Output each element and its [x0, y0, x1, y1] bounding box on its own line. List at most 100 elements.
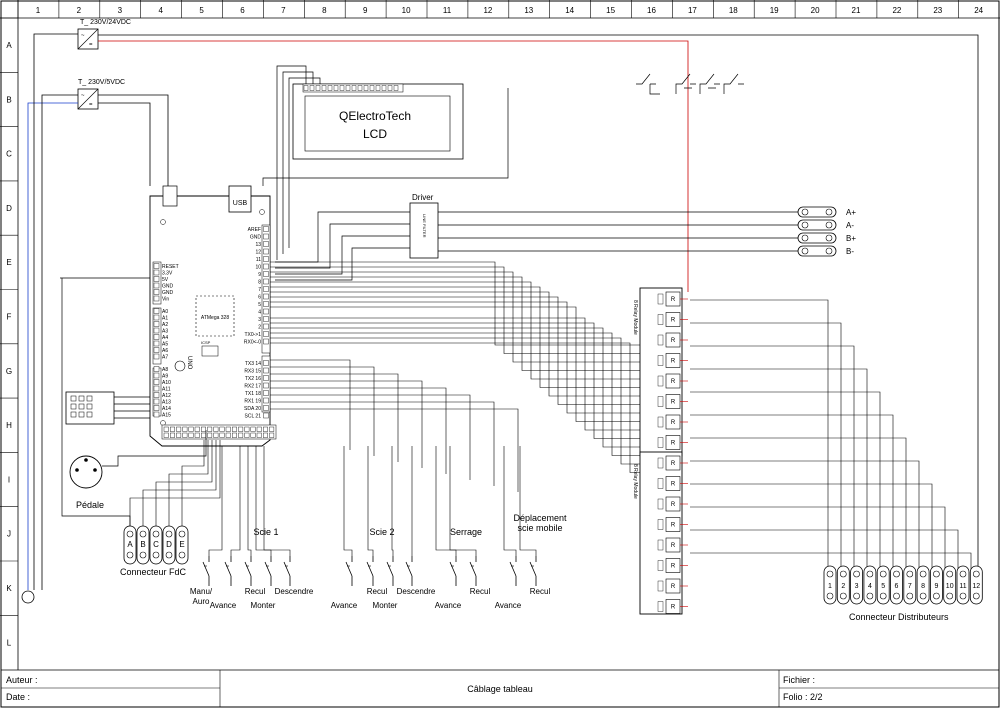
- row-label: L: [7, 638, 12, 647]
- pin-label: A11: [162, 387, 171, 393]
- column-label: 15: [606, 6, 615, 15]
- distrib-pin: [823, 565, 837, 605]
- pin-label: A4: [162, 335, 168, 341]
- row-label: H: [6, 421, 12, 430]
- pin-label: 13: [255, 242, 261, 248]
- switch-label: Recul: [470, 587, 491, 596]
- pin-label: 2: [258, 325, 261, 331]
- pin-label: TX3 14: [245, 361, 261, 367]
- switch-contact: [386, 556, 394, 586]
- pin-label: TX1 18: [245, 391, 261, 397]
- pin-label: A1: [162, 316, 168, 322]
- distrib-pin-label: 6: [895, 583, 899, 590]
- pin-label: A2: [162, 322, 168, 328]
- signal-wires: [270, 261, 640, 492]
- stepper-driver: Driver LINE FILTER A+A-B+B-: [409, 193, 856, 259]
- switch-group-title: Scie 1: [253, 527, 278, 537]
- pin-label: A12: [162, 393, 171, 399]
- terminal: [797, 232, 837, 244]
- switch-contact: [345, 556, 353, 586]
- row-label: K: [6, 584, 12, 593]
- power-supply-5v: ~ = T_ 230V/5VDC: [77, 79, 125, 110]
- fdc-pin-label: C: [153, 540, 159, 549]
- distrib-pin-label: 7: [908, 583, 912, 590]
- pin-label: 8: [258, 280, 261, 286]
- pin-label: GND: [162, 284, 174, 290]
- switch-group-title: Serrage: [450, 527, 482, 537]
- column-label: 23: [933, 6, 942, 15]
- distrib-pin: [890, 565, 903, 605]
- distrib-pin: [930, 565, 943, 605]
- distrib-pin-label: 5: [881, 583, 885, 590]
- pin-label: 10: [255, 265, 261, 271]
- terminal: [797, 245, 837, 257]
- switch-contact: [449, 556, 457, 586]
- pin-label: A7: [162, 355, 168, 361]
- lcd-line1: QElectroTech: [339, 109, 411, 123]
- pin-label: RX1 19: [244, 399, 261, 405]
- pin-label: 3: [258, 317, 261, 323]
- relay-mark: R: [671, 441, 676, 447]
- pin-label: GND: [250, 235, 262, 241]
- author-label: Auteur :: [6, 675, 38, 685]
- relay-mark: R: [671, 318, 676, 324]
- usb-label: USB: [233, 200, 248, 207]
- arduino-board: USB ATMega 328 UNO ICSP RESET3.3V5VGNDGN…: [149, 185, 277, 447]
- lcd-display: QElectroTech LCD: [292, 83, 464, 160]
- column-label: 6: [240, 6, 245, 15]
- column-label: 19: [770, 6, 779, 15]
- pedal-label: Pédale: [76, 500, 104, 510]
- keypad-module: [65, 391, 115, 425]
- distrib-pin-label: 10: [946, 583, 954, 590]
- column-label: 13: [524, 6, 533, 15]
- row-label: F: [7, 313, 12, 322]
- switch-contact: [202, 556, 210, 586]
- distrib-pin: [863, 565, 877, 605]
- column-label: 5: [199, 6, 204, 15]
- row-label: A: [6, 41, 12, 50]
- switch-label: Monter: [373, 601, 398, 610]
- relay-mark: R: [671, 523, 676, 529]
- driver-output-label: B-: [846, 247, 854, 256]
- pin-label: A0: [162, 309, 168, 315]
- column-label: 20: [811, 6, 820, 15]
- row-label: D: [6, 204, 12, 213]
- distrib-pin-label: 9: [934, 583, 938, 590]
- column-label: 2: [77, 6, 82, 15]
- pin-label: GND: [162, 290, 174, 296]
- mains-plug-icon: [21, 590, 35, 604]
- row-label: G: [6, 367, 12, 376]
- pedal: Pédale: [69, 455, 104, 510]
- pin-label: A14: [162, 406, 171, 412]
- pin-label: RX0<-0: [244, 340, 261, 346]
- relay-mark: R: [671, 461, 676, 467]
- column-label: 8: [322, 6, 327, 15]
- switch-label: Recul: [245, 587, 266, 596]
- switch-label: Recul: [530, 587, 551, 596]
- psu2-label: T_ 230V/5VDC: [78, 79, 125, 86]
- keypad-wires: [114, 396, 150, 419]
- title-block: Auteur : Date : Câblage tableau Fichier …: [1, 669, 999, 707]
- driver-output-label: A-: [846, 221, 854, 230]
- pin-label: 11: [256, 257, 261, 263]
- row-label: J: [7, 530, 11, 539]
- column-label: 11: [443, 6, 452, 15]
- driver-title: Driver: [412, 193, 434, 202]
- distrib-pin: [903, 565, 917, 605]
- pin-label: A8: [162, 367, 168, 373]
- pin-label: SCL 21: [245, 414, 262, 420]
- icsp-label: ICSP: [201, 340, 211, 345]
- switch-contact: [224, 556, 232, 586]
- distrib-pin: [876, 565, 890, 605]
- relay-output-wires: [690, 299, 972, 570]
- column-label: 7: [281, 6, 286, 15]
- terminal: [797, 206, 837, 218]
- pin-label: 9: [258, 272, 261, 278]
- pin-label: RESET: [162, 264, 179, 270]
- row-label: B: [6, 95, 11, 104]
- pin-label: A15: [162, 413, 171, 419]
- lcd-wires: [262, 65, 509, 260]
